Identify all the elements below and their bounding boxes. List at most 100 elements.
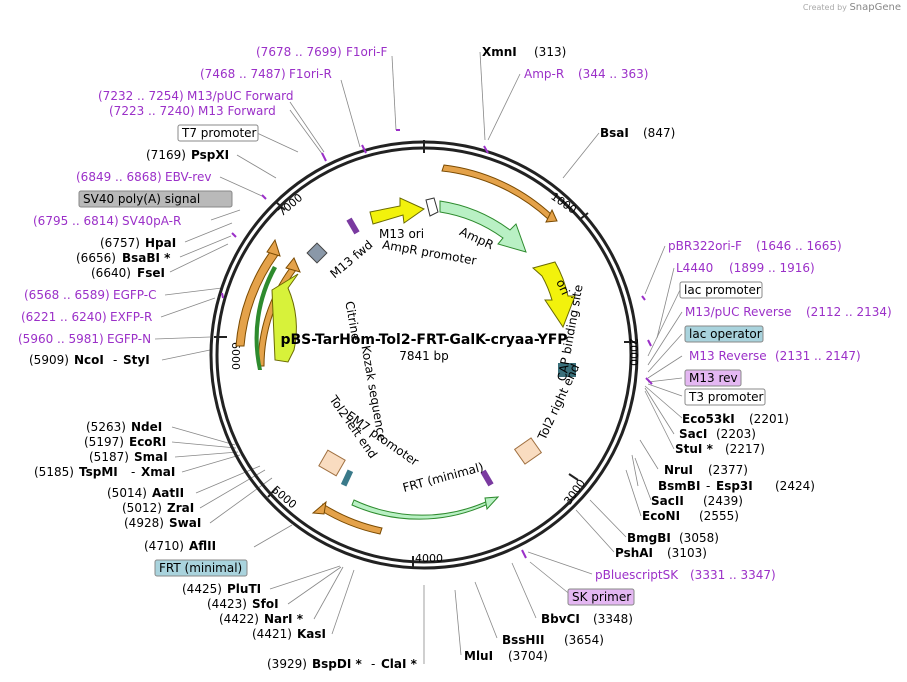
- tick-3000: 3000: [561, 477, 588, 507]
- m13-fwd-pos: (7223 .. 7240): [109, 104, 195, 118]
- aatii-name: AatII: [152, 486, 184, 500]
- lacop-box: [684, 325, 764, 343]
- primer-marks: [221, 129, 653, 559]
- bspdi-dash: -: [371, 657, 375, 671]
- ncoi-name: NcoI: [74, 353, 104, 367]
- bbvci-name: BbvCI: [541, 612, 580, 626]
- amp-r-pos: (344 .. 363): [578, 67, 648, 81]
- aatii-pos: (5014): [107, 486, 147, 500]
- ncoi-dash: -: [113, 353, 117, 367]
- t7-box: [177, 124, 259, 142]
- smai-name: SmaI: [134, 450, 168, 464]
- pluti-pos: (4425): [182, 582, 222, 596]
- hpai-pos: (6757): [100, 236, 140, 250]
- em7-marker: [340, 469, 354, 487]
- amp-r-name: Amp-R: [524, 67, 564, 81]
- feature-m13-ori: M13 ori: [379, 227, 424, 241]
- skprimer-label: SK primer: [572, 590, 631, 604]
- hpai-name: HpaI: [145, 236, 176, 250]
- bmgbi-pos: (3058): [679, 531, 719, 545]
- egfp-c-name: EGFP-C: [113, 288, 156, 302]
- sacii-pos: (2439): [703, 494, 743, 508]
- tick-2000: 2000: [627, 338, 640, 366]
- clai-name: ClaI *: [381, 657, 418, 671]
- t7-label: T7 promoter: [181, 126, 257, 140]
- bspdi-name: BspDI *: [312, 657, 362, 671]
- nari-name: NarI *: [264, 612, 304, 626]
- egfp-n-pos: (5960 .. 5981): [18, 332, 104, 346]
- pbr322-name: pBR322ori-F: [668, 239, 742, 253]
- frtmin-box: [154, 559, 248, 577]
- pluti-name: PluTI: [227, 582, 261, 596]
- tol2-left-end-box: [318, 449, 346, 477]
- fsei-name: FseI: [137, 266, 165, 280]
- frt-arc-head: [484, 496, 500, 511]
- leader-lines: [154, 51, 683, 664]
- bsai-pos: (847): [643, 126, 675, 140]
- bsai-name: BsaI: [600, 126, 629, 140]
- pbluescript-name: pBluescriptSK: [595, 568, 679, 582]
- styi-name: StyI: [123, 353, 150, 367]
- lacprom-label: lac promoter: [684, 283, 761, 297]
- ring-ticks: [214, 140, 636, 568]
- m13-reverse-name: M13 Reverse: [689, 349, 767, 363]
- m13rev-label: M13 rev: [689, 371, 738, 385]
- ebv-rev-pos: (6849 .. 6868): [76, 170, 162, 184]
- bsabi-pos: (6656): [76, 251, 116, 265]
- sv40polya-label: SV40 poly(A) signal: [83, 192, 200, 206]
- sfoi-name: SfoI: [252, 597, 279, 611]
- xmni-pos: (313): [534, 45, 566, 59]
- esp3i-name: Esp3I: [716, 479, 753, 493]
- orange-arc-top-head: [545, 208, 558, 223]
- orange-arc-bottom-head: [311, 500, 327, 515]
- ampr-promoter-box: [425, 197, 439, 217]
- bsshii-name: BssHII: [502, 633, 544, 647]
- citrine-arrow: [271, 273, 299, 363]
- saci-name: SacI: [679, 427, 707, 441]
- bsmbi-pos: (2424): [775, 479, 815, 493]
- feature-m13-fwd: M13 fwd: [327, 238, 375, 281]
- pshai-pos: (3103): [667, 546, 707, 560]
- nari-pos: (4422): [219, 612, 259, 626]
- feature-citrine: Citrine: [342, 300, 363, 342]
- ebv-rev-name: EBV-rev: [165, 170, 211, 184]
- f1ori-f-pos: (7678 .. 7699): [256, 45, 342, 59]
- frtmin-label: FRT (minimal): [159, 561, 242, 575]
- orange-arc-left-outer: [235, 251, 279, 347]
- pspxi-pos: (7169): [146, 148, 186, 162]
- t3-box: [684, 388, 766, 406]
- kasi-pos: (4421): [252, 627, 292, 641]
- lacprom-box: [679, 281, 763, 299]
- bsshii-pos: (3654): [564, 633, 604, 647]
- stui-name: StuI *: [675, 442, 714, 456]
- m13puc-fwd-name: M13/pUC Forward: [187, 89, 294, 103]
- swai-name: SwaI: [169, 516, 201, 530]
- xmai-name: XmaI: [141, 465, 175, 479]
- m13puc-rev-name: M13/pUC Reverse: [685, 305, 792, 319]
- ncoi-pos: (5909): [29, 353, 69, 367]
- m13-reverse-pos: (2131 .. 2147): [775, 349, 861, 363]
- exfp-r-name: EXFP-R: [110, 310, 152, 324]
- zrai-pos: (5012): [122, 501, 162, 515]
- feature-ampr-promoter: AmpR promoter: [381, 237, 477, 267]
- tspmi-pos: (5185): [34, 465, 74, 479]
- created-by-credit: Created by SnapGene: [803, 2, 901, 13]
- fsei-pos: (6640): [91, 266, 131, 280]
- m13-fwd-name: M13 Forward: [198, 104, 276, 118]
- stui-pos: (2217): [725, 442, 765, 456]
- bsmbi-dash: -: [706, 479, 710, 493]
- m13puc-fwd-pos: (7232 .. 7254): [98, 89, 184, 103]
- sv40polya-box: [78, 190, 233, 208]
- l4440-pos: (1899 .. 1916): [729, 261, 815, 275]
- swai-pos: (4928): [124, 516, 164, 530]
- bsabi-name: BsaBI *: [122, 251, 171, 265]
- l4440-name: L4440: [676, 261, 713, 275]
- green-arc-left: [254, 266, 277, 370]
- bspdi-pos: (3929): [267, 657, 307, 671]
- cap-binding-site-box: [558, 363, 576, 377]
- tol2-right-end-box: [513, 437, 543, 465]
- eco53ki-name: Eco53kI: [682, 412, 735, 426]
- f1ori-r-name: F1ori-R: [289, 67, 332, 81]
- labels-left: (7678 .. 7699) F1ori-F (7468 .. 7487) F1…: [18, 45, 418, 671]
